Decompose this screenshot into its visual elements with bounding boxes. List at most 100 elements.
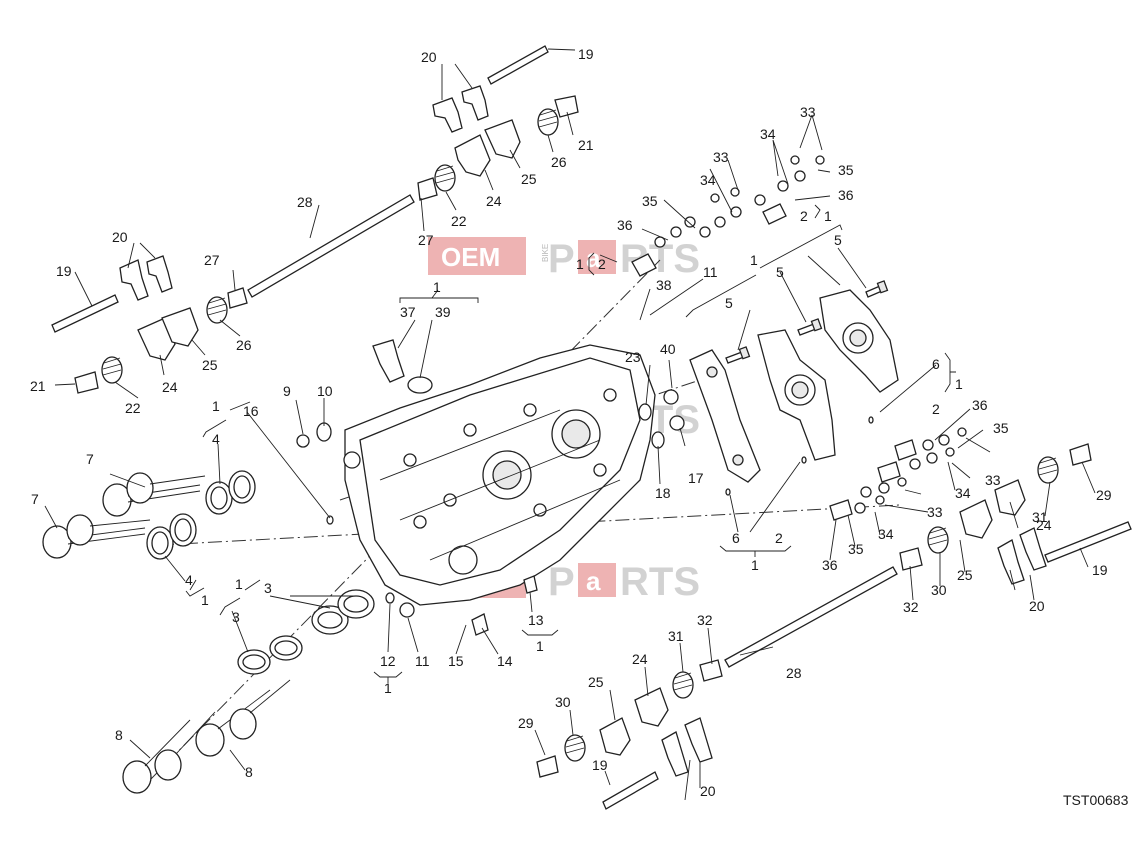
label-8-b: 8	[245, 764, 253, 780]
part-labels: 19 20 21 26 25 24 22 27 28 20 19 27 26 2…	[30, 46, 1112, 799]
label-9: 9	[283, 383, 291, 399]
svg-text:P: P	[548, 560, 575, 604]
valve-seats	[146, 470, 375, 675]
label-4-a: 4	[212, 431, 220, 447]
label-6-b: 6	[732, 530, 740, 546]
label-36-a: 36	[617, 217, 633, 233]
label-1-left-a: 1	[212, 398, 220, 414]
label-1-cap-a: 1	[576, 256, 584, 272]
label-35-b: 35	[838, 162, 854, 178]
label-1-cap-b: 1	[824, 208, 832, 224]
label-13: 13	[528, 612, 544, 628]
label-22-left: 22	[125, 400, 141, 416]
label-27-top: 27	[418, 232, 434, 248]
label-35-c: 35	[993, 420, 1009, 436]
label-22-top: 22	[451, 213, 467, 229]
label-36-d: 36	[822, 557, 838, 573]
svg-text:BIKE: BIKE	[541, 244, 550, 262]
label-15: 15	[448, 653, 464, 669]
label-35-d: 35	[848, 541, 864, 557]
cam-bearing-supports	[689, 289, 899, 483]
label-5-b: 5	[776, 264, 784, 280]
label-32-right: 32	[903, 599, 919, 615]
rocker-group-upper	[417, 85, 579, 201]
label-25-bottom: 25	[588, 674, 604, 690]
label-4-b: 4	[185, 572, 193, 588]
valves-upper	[42, 472, 206, 559]
rocker-group-right	[899, 443, 1092, 585]
label-33-c: 33	[985, 472, 1001, 488]
label-12: 12	[380, 653, 396, 669]
label-2-support: 2	[932, 401, 940, 417]
label-40: 40	[660, 341, 676, 357]
label-23: 23	[625, 349, 641, 365]
cylinder-head	[343, 344, 656, 606]
small-parts	[296, 339, 874, 636]
label-1-12: 1	[384, 680, 392, 696]
svg-text:OEM: OEM	[441, 242, 500, 272]
label-21-top: 21	[578, 137, 594, 153]
label-3-a: 3	[264, 580, 272, 596]
label-5-a: 5	[725, 295, 733, 311]
label-26-left: 26	[236, 337, 252, 353]
label-7-a: 7	[86, 451, 94, 467]
label-31-bottom: 31	[668, 628, 684, 644]
drawing-code: TST00683	[1063, 792, 1129, 808]
label-1-head: 1	[433, 279, 441, 295]
label-10: 10	[317, 383, 333, 399]
label-19-left: 19	[56, 263, 72, 279]
label-25-top: 25	[521, 171, 537, 187]
label-19-right: 19	[1092, 562, 1108, 578]
shafts	[51, 45, 1132, 810]
shim-caps-lower	[829, 427, 967, 521]
label-8-a: 8	[115, 727, 123, 743]
label-28-top: 28	[297, 194, 313, 210]
bolts-5	[725, 280, 889, 364]
label-20-right: 20	[1029, 598, 1045, 614]
label-37: 37	[400, 304, 416, 320]
label-6-a: 6	[932, 356, 940, 372]
label-35-a: 35	[642, 193, 658, 209]
label-36-c: 36	[972, 397, 988, 413]
label-1-support-b: 1	[955, 376, 963, 392]
label-34-a: 34	[700, 172, 716, 188]
label-24-right: 24	[1036, 517, 1052, 533]
svg-text:P: P	[548, 237, 575, 281]
label-1-left-b: 1	[201, 592, 209, 608]
shim-caps-upper	[631, 155, 825, 277]
label-24-left: 24	[162, 379, 178, 395]
label-25-right: 25	[957, 567, 973, 583]
label-31-right: 31	[1032, 509, 1048, 525]
label-11-b: 11	[703, 264, 718, 280]
label-1-support: 1	[750, 252, 758, 268]
label-11-a: 11	[415, 653, 430, 669]
label-29-right: 29	[1096, 487, 1112, 503]
label-28-bottom: 28	[786, 665, 802, 681]
label-1-bottom-bracket: 1	[751, 557, 759, 573]
label-17: 17	[688, 470, 704, 486]
label-14: 14	[497, 653, 513, 669]
label-32-bottom: 32	[697, 612, 713, 628]
label-1-13: 1	[536, 638, 544, 654]
label-26-top: 26	[551, 154, 567, 170]
label-33-b: 33	[800, 104, 816, 120]
label-5-c: 5	[834, 232, 842, 248]
label-33-d: 33	[927, 504, 943, 520]
label-24-bottom: 24	[632, 651, 648, 667]
label-20-bottom: 20	[700, 783, 716, 799]
label-24-top: 24	[486, 193, 502, 209]
label-2-b: 2	[775, 530, 783, 546]
label-21-left: 21	[30, 378, 46, 394]
label-19-top: 19	[578, 46, 594, 62]
label-7-b: 7	[31, 491, 39, 507]
label-33-a: 33	[713, 149, 729, 165]
label-36-b: 36	[838, 187, 854, 203]
rocker-group-left	[74, 255, 248, 394]
label-30-right: 30	[931, 582, 947, 598]
svg-text:RTS: RTS	[620, 560, 700, 604]
svg-text:a: a	[586, 243, 601, 273]
rocker-group-lower	[536, 659, 723, 778]
label-2-cap-b: 2	[800, 208, 808, 224]
label-2-cap-a: 2	[598, 256, 606, 272]
